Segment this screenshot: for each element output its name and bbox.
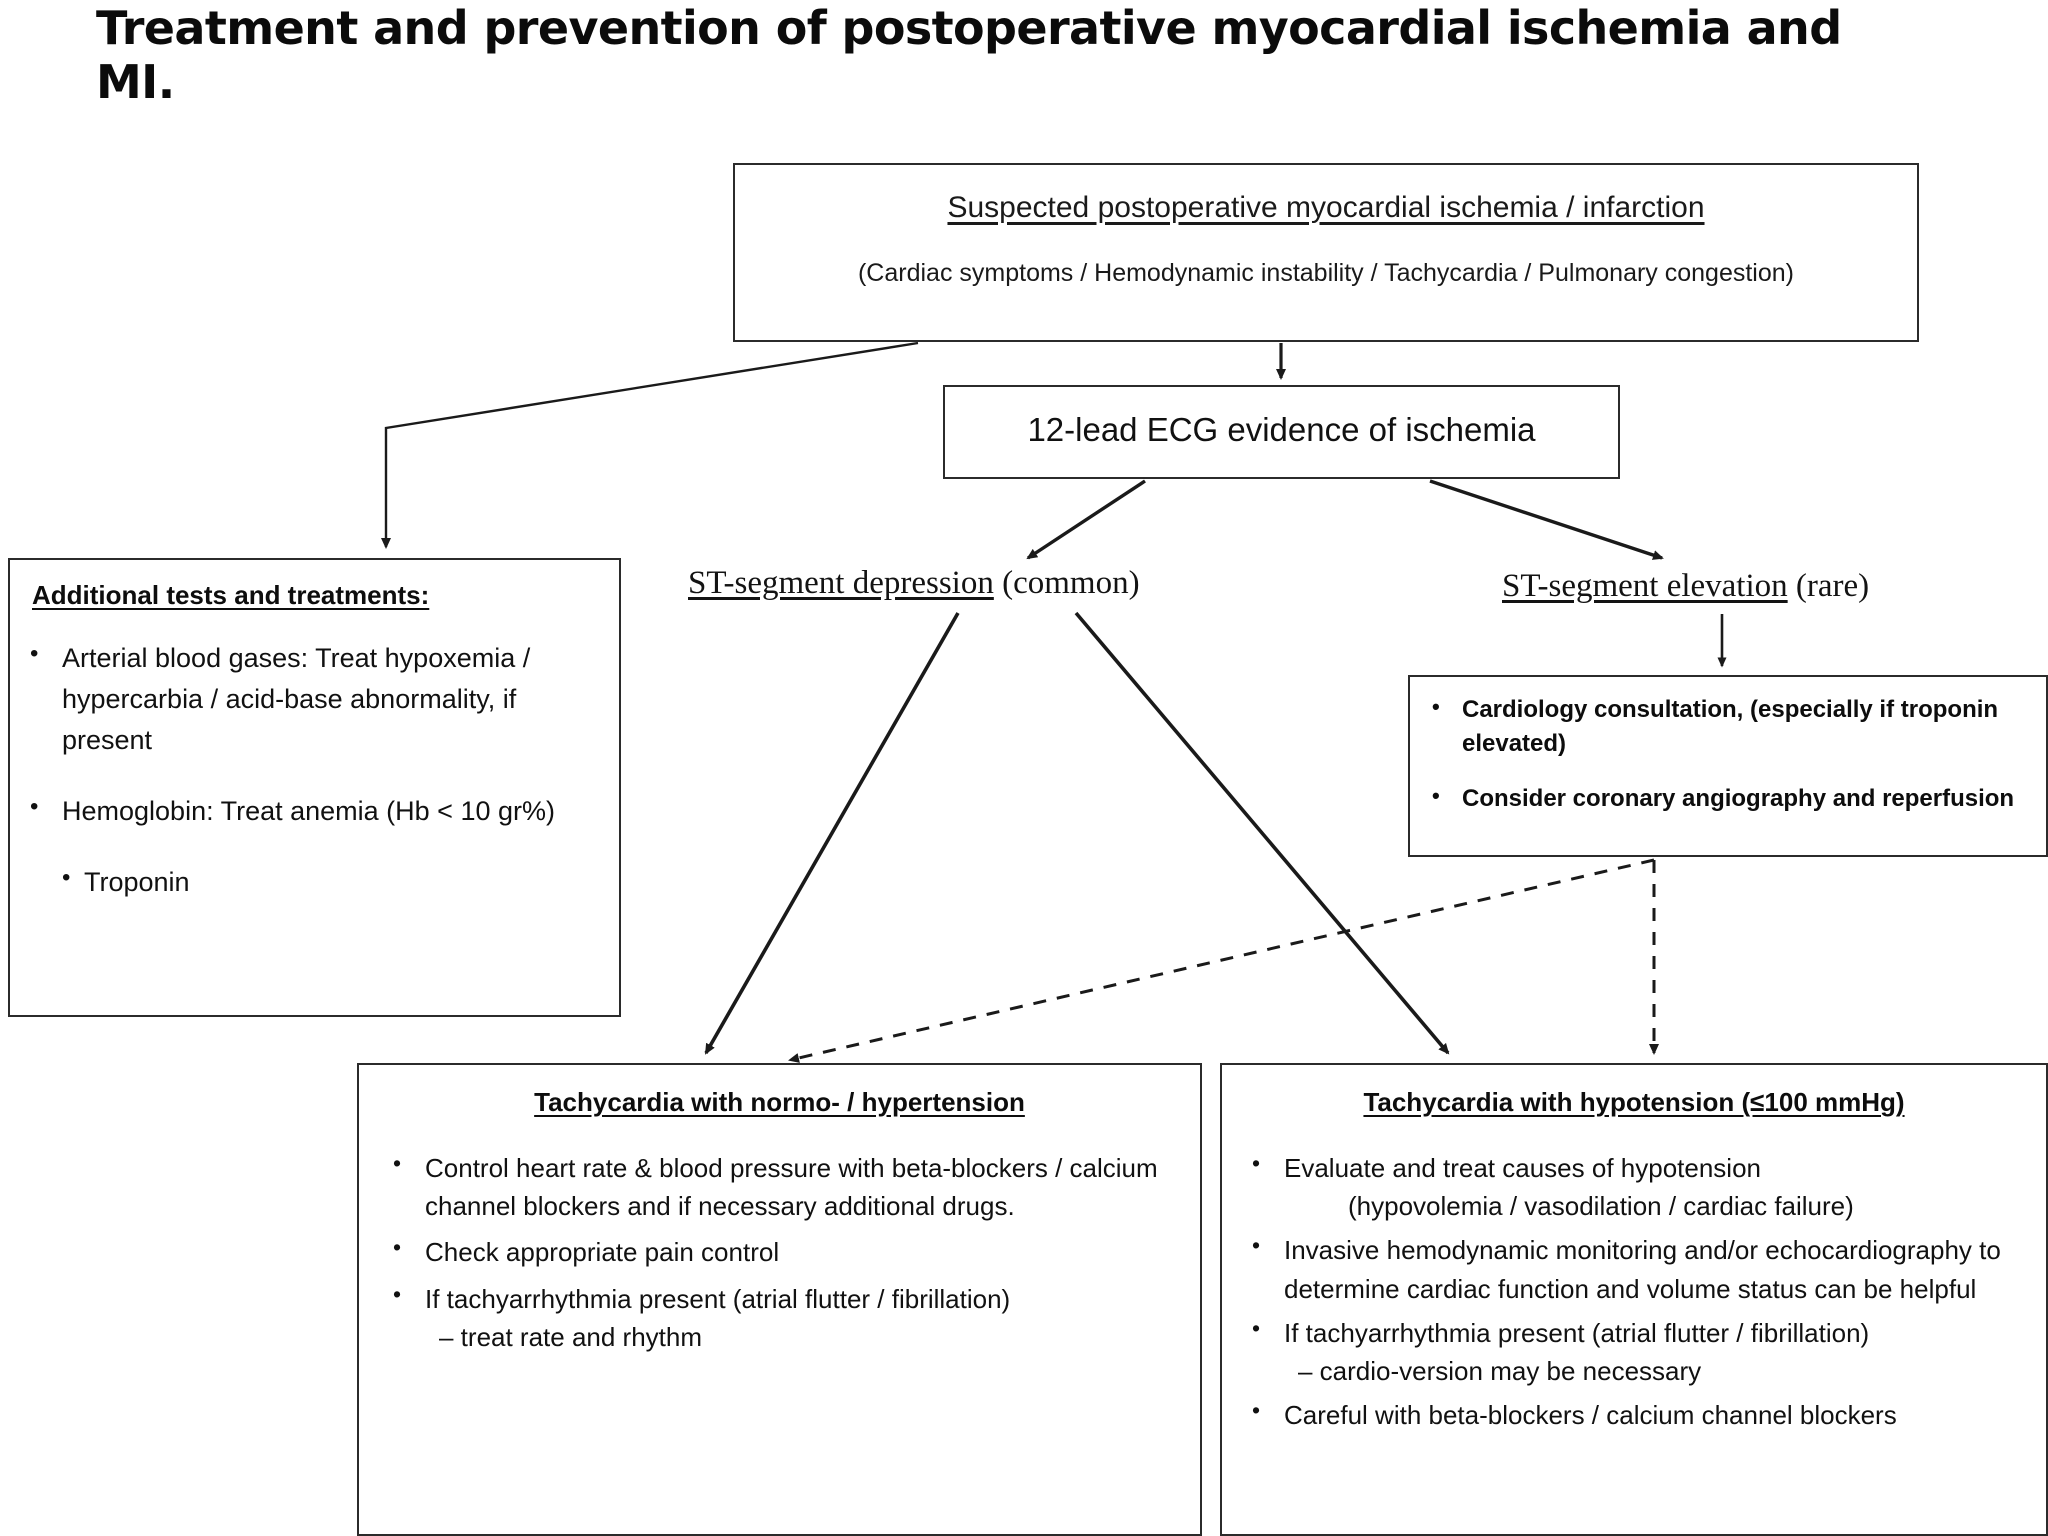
edge-ecg-to-elevation <box>1429 479 1664 560</box>
tachycardia-normotension-box: Tachycardia with normo- / hypertension C… <box>357 1063 1202 1536</box>
additional-tests-list: Arterial blood gases: Treat hypoxemia / … <box>24 636 601 903</box>
ecg-evidence-box: 12-lead ECG evidence of ischemia <box>943 385 1620 479</box>
list-item-main: If tachyarrhythmia present (atrial flutt… <box>1284 1317 1870 1348</box>
suspected-ischemia-header: Suspected postoperative myocardial ische… <box>947 191 1705 224</box>
list-item-sub: – treat rate and rhythm <box>439 1321 703 1352</box>
additional-tests-box: Additional tests and treatments: Arteria… <box>8 558 621 1017</box>
st-depression-suffix: (common) <box>993 565 1140 601</box>
suspected-ischemia-subtext: (Cardiac symptoms / Hemodynamic instabil… <box>857 259 1794 287</box>
edge-depression-to-normo <box>704 612 960 1055</box>
st-elevation-underlined: ST-segment elevation <box>1502 568 1788 604</box>
list-item: Consider coronary angiography and reperf… <box>1432 781 2020 816</box>
list-item-sub: (hypovolemia / vasodilation / cardiac fa… <box>1348 1191 1854 1222</box>
tachycardia-hypotension-box: Tachycardia with hypotension (≤100 mmHg)… <box>1220 1063 2048 1536</box>
list-item: Cardiology consultation, (especially if … <box>1432 692 2020 760</box>
list-item: Careful with beta-blockers / calcium cha… <box>1252 1394 2040 1434</box>
list-item: If tachyarrhythmia present (atrial flutt… <box>393 1278 1184 1356</box>
page-title: Treatment and prevention of postoperativ… <box>96 1 1842 109</box>
tachycardia-hypotension-title: Tachycardia with hypotension (≤100 mmHg) <box>1363 1087 1905 1117</box>
list-item-main: If tachyarrhythmia present (atrial flutt… <box>425 1283 1011 1314</box>
edge-cardiology-to-normo <box>788 858 1655 1063</box>
tachycardia-normotension-title: Tachycardia with normo- / hypertension <box>534 1087 1025 1117</box>
list-item-main: Evaluate and treat causes of hypotension <box>1284 1153 1761 1183</box>
edge-ecg-to-depression <box>1026 479 1146 560</box>
list-item-sub: – cardio-version may be necessary <box>1298 1356 1702 1387</box>
list-item: Invasive hemodynamic monitoring and/or e… <box>1252 1229 2040 1307</box>
edge-depression-to-hypo <box>1074 611 1450 1055</box>
st-elevation-suffix: (rare) <box>1787 568 1870 604</box>
cardiology-consultation-box: Cardiology consultation, (especially if … <box>1408 675 2048 857</box>
branch-label-st-elevation: ST-segment elevation (rare) <box>1502 568 1869 605</box>
suspected-ischemia-box: Suspected postoperative myocardial ische… <box>733 163 1919 342</box>
tachycardia-normotension-list: Control heart rate & blood pressure with… <box>377 1147 1184 1364</box>
list-item: Check appropriate pain control <box>393 1231 1184 1271</box>
st-depression-underlined: ST-segment depression <box>688 565 994 601</box>
branch-label-st-depression: ST-segment depression (common) <box>688 565 1140 602</box>
list-item: Troponin <box>62 860 601 903</box>
edge-root-to-tests <box>381 341 919 549</box>
list-item: If tachyarrhythmia present (atrial flutt… <box>1252 1312 2040 1390</box>
list-item: Arterial blood gases: Treat hypoxemia / … <box>30 636 601 761</box>
list-item: Control heart rate & blood pressure with… <box>393 1147 1184 1225</box>
cardiology-list: Cardiology consultation, (especially if … <box>1420 692 2020 838</box>
additional-tests-title: Additional tests and treatments: <box>32 580 430 610</box>
list-item: Hemoglobin: Treat anemia (Hb < 10 gr%) <box>30 789 601 832</box>
tachycardia-hypotension-list: Evaluate and treat causes of hypotension… <box>1236 1147 2040 1441</box>
list-item: Evaluate and treat causes of hypotension… <box>1252 1147 2040 1225</box>
ecg-evidence-label: 12-lead ECG evidence of ischemia <box>1027 411 1536 448</box>
